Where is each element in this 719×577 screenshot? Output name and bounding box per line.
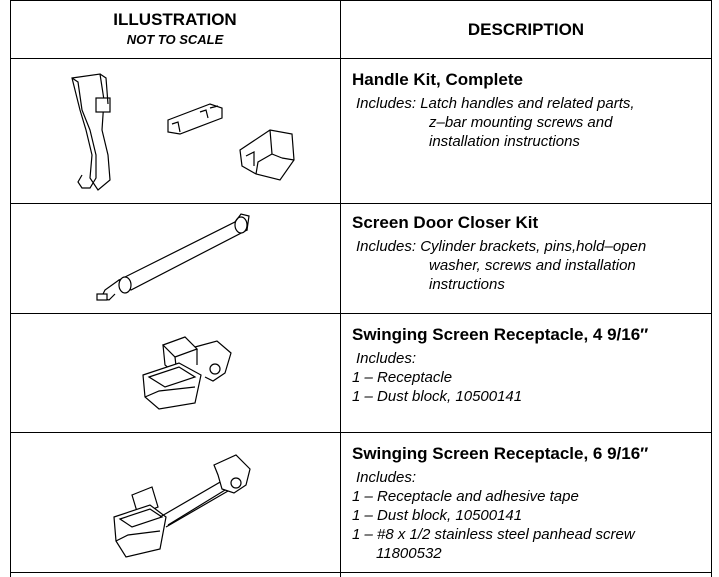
- header-top-border: [10, 0, 712, 1]
- table-right-border: [711, 0, 712, 577]
- row-3-title: Swinging Screen Receptacle, 4 9/16″: [352, 325, 649, 344]
- row-1-includes-first-line: Includes: Latch handles and related part…: [356, 95, 635, 112]
- row-4-item: 1 – #8 x 1/2 stainless steel panhead scr…: [352, 526, 635, 543]
- row-4-includes-label: Includes:: [356, 469, 417, 486]
- row-1-includes-line: z–bar mounting screws and: [429, 114, 613, 131]
- header-bottom-border: [10, 58, 712, 59]
- row-3-item: 1 – Receptacle: [352, 369, 453, 386]
- receptacle-drawing: [135, 325, 245, 410]
- row-divider-3: [10, 432, 712, 433]
- description-column-header: DESCRIPTION: [467, 20, 585, 39]
- door-closer-drawing: [95, 210, 265, 305]
- column-divider: [340, 0, 341, 577]
- handle-kit-drawing: [60, 70, 320, 195]
- illustration-column-header: ILLUSTRATION NOT TO SCALE: [10, 10, 340, 47]
- not-to-scale-label: NOT TO SCALE: [126, 32, 224, 47]
- row-3-includes: Includes: 1 – Receptacle 1 – Dust block,…: [352, 349, 712, 406]
- row-2-description: Screen Door Closer Kit Includes: Cylinde…: [352, 213, 712, 294]
- table-left-border: [10, 0, 11, 577]
- illustration-header-label: ILLUSTRATION: [113, 10, 237, 29]
- row-1-title: Handle Kit, Complete: [352, 70, 523, 89]
- row-3-item: 1 – Dust block, 10500141: [352, 388, 523, 405]
- row-3-description: Swinging Screen Receptacle, 4 9/16″ Incl…: [352, 325, 712, 406]
- row-2-includes-line: instructions: [429, 276, 505, 293]
- row-3-includes-label: Includes:: [356, 350, 417, 367]
- row-2-includes: Includes: Cylinder brackets, pins,hold–o…: [352, 237, 712, 294]
- row-4-description: Swinging Screen Receptacle, 6 9/16″ Incl…: [352, 444, 712, 563]
- row-2-title: Screen Door Closer Kit: [352, 213, 539, 232]
- row-4-includes: Includes: 1 – Receptacle and adhesive ta…: [352, 468, 712, 563]
- row-4-item: 11800532: [376, 545, 442, 562]
- row-2-includes-line: washer, screws and installation: [429, 257, 636, 274]
- row-1-description: Handle Kit, Complete Includes: Latch han…: [352, 70, 712, 151]
- row-divider-1: [10, 203, 712, 204]
- row-4-item: 1 – Receptacle and adhesive tape: [352, 488, 579, 505]
- row-4-title: Swinging Screen Receptacle, 6 9/16″: [352, 444, 649, 463]
- row-2-includes-first-line: Includes: Cylinder brackets, pins,hold–o…: [356, 238, 647, 255]
- row-4-item: 1 – Dust block, 10500141: [352, 507, 523, 524]
- long-receptacle-drawing: [110, 445, 260, 565]
- row-divider-2: [10, 313, 712, 314]
- row-1-includes-line: installation instructions: [429, 133, 580, 150]
- table-bottom-border: [10, 572, 712, 573]
- row-1-includes: Includes: Latch handles and related part…: [352, 94, 712, 151]
